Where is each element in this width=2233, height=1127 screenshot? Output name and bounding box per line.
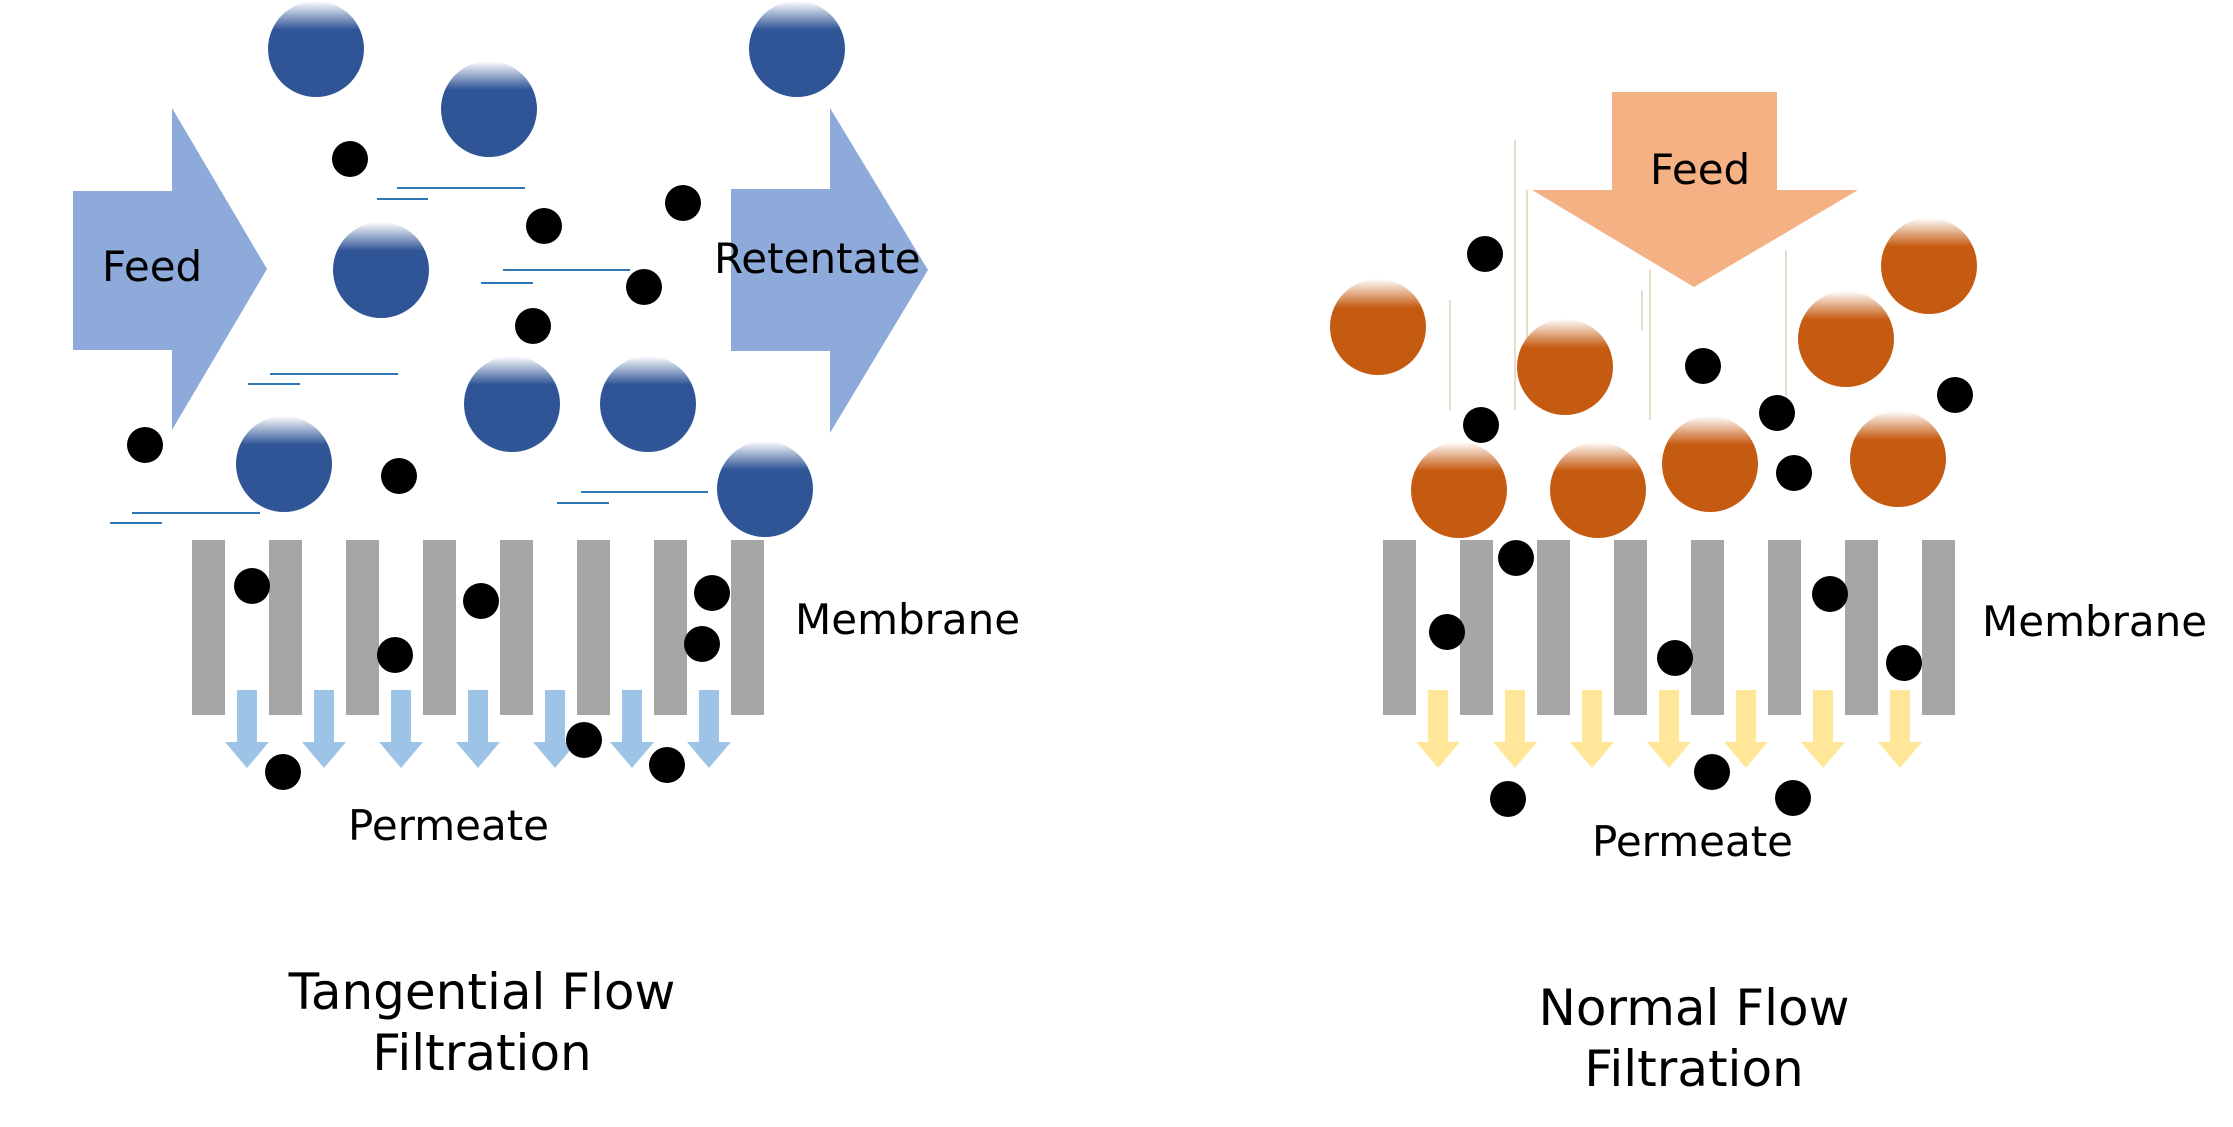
tff-retentate-arrow — [731, 108, 928, 433]
tff-feed-arrow — [73, 108, 267, 430]
nff-permeate-label: Permeate — [1592, 817, 1793, 866]
nff-membrane — [1383, 540, 1955, 715]
tff-large-particles — [236, 1, 845, 537]
tff-permeate-label: Permeate — [348, 801, 549, 850]
tff-title: Tangential Flow Filtration — [232, 962, 732, 1084]
tff-title-line2: Filtration — [372, 1024, 592, 1082]
nff-small-particles — [1429, 236, 1973, 817]
tff-flow-lines — [110, 187, 708, 524]
nff-feed-arrow — [1532, 92, 1858, 287]
nff-title: Normal Flow Filtration — [1444, 978, 1944, 1100]
tff-permeate-arrows — [225, 690, 731, 768]
tff-feed-label: Feed — [102, 242, 202, 291]
tff-title-line1: Tangential Flow — [288, 963, 676, 1021]
nff-title-line1: Normal Flow — [1538, 979, 1850, 1037]
nff-panel: Feed Membrane Permeate — [1330, 92, 2207, 866]
nff-title-line2: Filtration — [1584, 1040, 1804, 1098]
nff-membrane-label: Membrane — [1982, 597, 2207, 646]
nff-large-particles — [1330, 218, 1977, 538]
tff-membrane — [192, 540, 764, 715]
tff-panel: Feed Retentate Membrane Permeate — [73, 1, 1020, 850]
nff-flow-lines — [1449, 140, 1787, 420]
tff-retentate-label: Retentate — [714, 234, 921, 283]
nff-feed-label: Feed — [1650, 145, 1750, 194]
tff-membrane-label: Membrane — [795, 595, 1020, 644]
nff-permeate-arrows — [1416, 690, 1922, 768]
tff-small-particles — [127, 141, 730, 790]
